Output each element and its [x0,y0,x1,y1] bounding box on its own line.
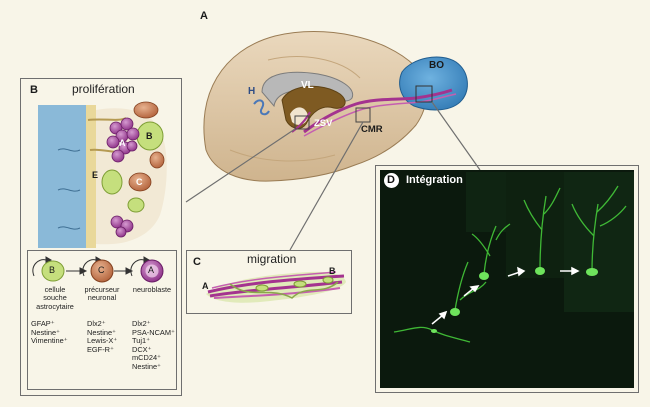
zsv-zoom-box [294,115,310,130]
panel-a-letter: A [200,10,208,22]
marker-item: Nestine⁺ [132,361,161,371]
panel-d-letter: D [387,174,395,186]
marker-item: Nestine⁺ [31,327,60,337]
label-bo: BO [429,60,444,71]
marker-item: EGF-R⁺ [87,344,114,354]
panel-b-letter: B [30,84,38,96]
lineage-label-line: astrocytaire [36,301,74,311]
connector-lines [185,101,481,251]
integration-micrograph [380,170,634,388]
marker-item: Lewis-X⁺ [87,336,118,346]
marker-item: PSA-NCAM⁺ [132,327,175,337]
lineage-label-line: précurseur [84,285,120,294]
lineage-symbol-a: A [148,265,155,275]
c-cells [128,101,165,192]
panel-c-title: migration [247,252,297,266]
marker-item: DCX⁺ [132,344,152,354]
lineage-label-stem-cell: cellule souche astrocytaire [30,285,80,311]
marker-item: Dlx2⁺ [132,319,151,328]
lineage-label-line: neuroblaste [132,285,172,294]
panel-d-frame [375,165,639,393]
cell-letter-c: C [136,177,143,187]
lineage-symbol-c: C [98,265,105,275]
marker-item: Dlx2⁺ [87,319,106,328]
markers-precursor: Dlx2⁺ Nestine⁺ Lewis-X⁺ EGF-R⁺ [87,319,118,354]
lineage-label-line: souche [43,293,67,303]
bo-zoom-box [415,85,433,103]
label-vl: VL [301,80,314,91]
marker-item: Tuj1⁺ [132,336,151,346]
a-cells [106,117,140,238]
panel-b-lineage-frame [27,250,177,390]
lineage-cells [41,259,164,283]
lineage-label-precursor: précurseur neuronal [78,285,126,303]
hippocampus-shape [253,99,270,116]
marker-item: GFAP⁺ [31,319,55,328]
panel-d-letter-badge [384,173,399,188]
marker-item: Nestine⁺ [87,327,116,337]
cell-letter-a: A [119,138,126,148]
panel-b-title: prolifération [72,82,135,96]
cell-letter-b: B [146,131,153,141]
chain-end-a: A [202,281,209,291]
chain-end-b: B [329,266,336,276]
lineage-symbol-b: B [49,265,56,275]
cell-letter-e: E [92,170,99,180]
migration-chain [206,271,346,303]
markers-stem-cell: GFAP⁺ Nestine⁺ Vimentine⁺ [31,319,68,346]
lineage-label-line: cellule [44,285,66,294]
panel-d-title: Intégration [406,174,463,186]
marker-item: mCD24⁺ [132,353,161,363]
markers-neuroblast: Dlx2⁺ PSA-NCAM⁺ Tuj1⁺ DCX⁺ mCD24⁺ Nestin… [132,319,175,372]
panel-c-frame [186,250,352,314]
marker-item: Vimentine⁺ [31,336,68,346]
label-cmr: CMR [361,124,383,135]
panel-b-frame [20,78,182,396]
b-cells [101,121,164,213]
label-zsv: ZSV [314,118,333,129]
panel-c-letter: C [193,256,201,268]
lineage-label-line: neuronal [87,293,117,303]
rostral-migratory-stream [291,88,457,137]
label-h: H [248,86,256,97]
lineage-label-neuroblast: neuroblaste [128,285,176,294]
